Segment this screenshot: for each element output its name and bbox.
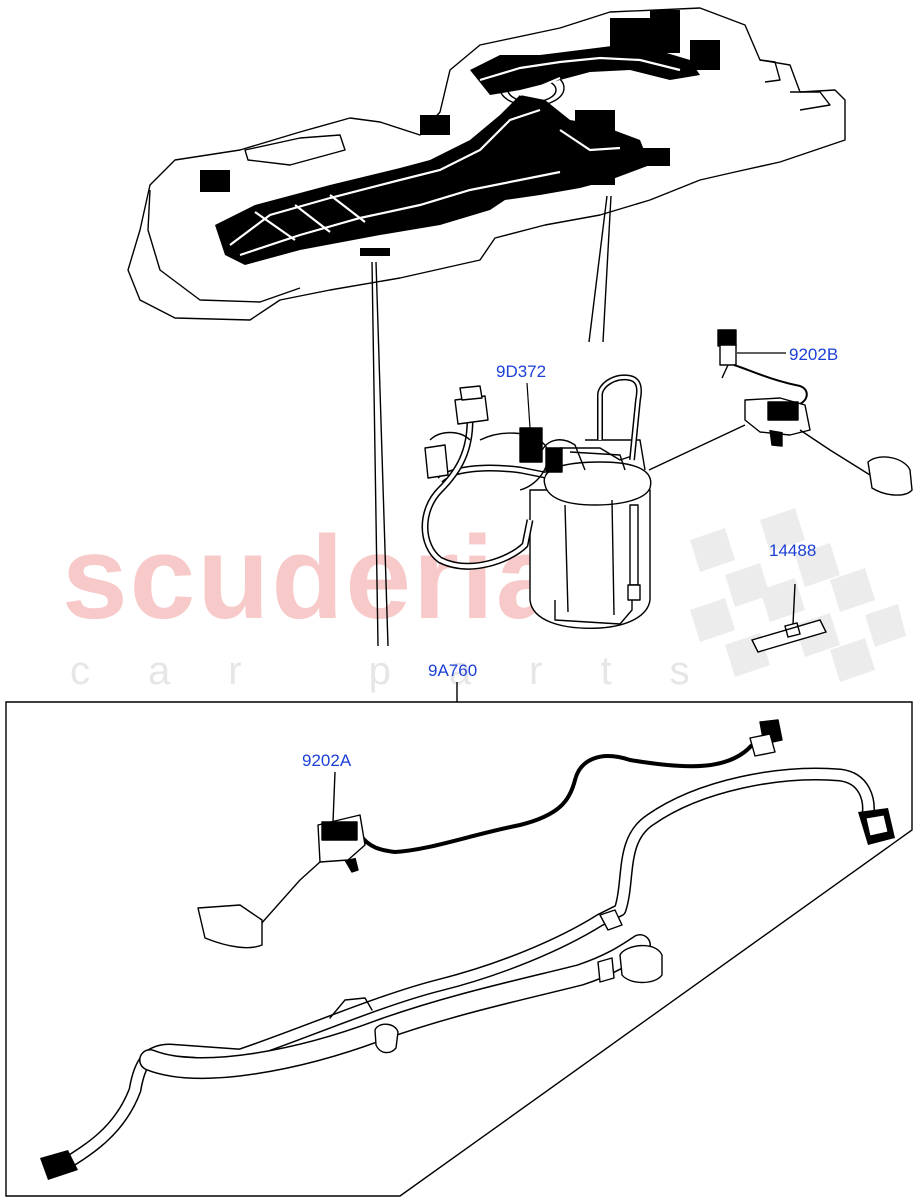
callout-9202b[interactable]: 9202B	[789, 345, 838, 364]
watermark-brand: scuderia	[62, 512, 563, 644]
callout-9a760[interactable]: 9A760	[428, 661, 477, 680]
sender-unit-b	[717, 329, 913, 496]
sender-unit-a	[197, 719, 783, 949]
tank-internal-harness	[200, 10, 720, 265]
callout-labels: 9D372 9202B 14488 9A760 9202A	[302, 345, 838, 770]
fuel-pump-module	[421, 374, 652, 629]
callout-9202a[interactable]: 9202A	[302, 751, 352, 770]
assembly-frame	[5, 682, 913, 1197]
harness-assembly	[40, 767, 895, 1180]
leader-lines	[371, 195, 612, 647]
callout-9d372[interactable]: 9D372	[496, 362, 546, 381]
leader-line-pump-to-sender-b	[648, 424, 746, 471]
watermark: scuderia car parts	[62, 508, 906, 693]
tank-harness-outline	[229, 56, 681, 257]
callout-14488[interactable]: 14488	[769, 541, 816, 560]
watermark-tagline: car parts	[70, 649, 748, 693]
clip-part	[750, 583, 828, 653]
